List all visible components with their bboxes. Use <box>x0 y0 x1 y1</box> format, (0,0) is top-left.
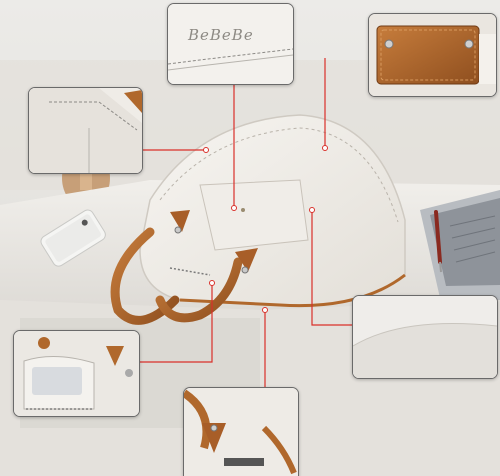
inset-logo-detail: BeBeBe <box>167 3 294 85</box>
inset-lining-detail <box>352 295 498 379</box>
inset-base-panel-detail <box>368 13 497 97</box>
handbag <box>139 114 406 308</box>
inset-side-panel-detail <box>28 87 143 174</box>
left-handle-tab <box>170 210 190 232</box>
pen <box>434 210 442 273</box>
inset-pockets-detail <box>13 330 140 417</box>
handles <box>110 210 258 325</box>
laptop <box>420 190 500 300</box>
inset-handle-zipper-detail <box>183 387 299 476</box>
front-flap <box>199 179 309 251</box>
smartphone <box>40 209 106 267</box>
embossed-logo-text: BeBeBe <box>188 26 254 44</box>
right-handle-tab <box>235 248 258 272</box>
